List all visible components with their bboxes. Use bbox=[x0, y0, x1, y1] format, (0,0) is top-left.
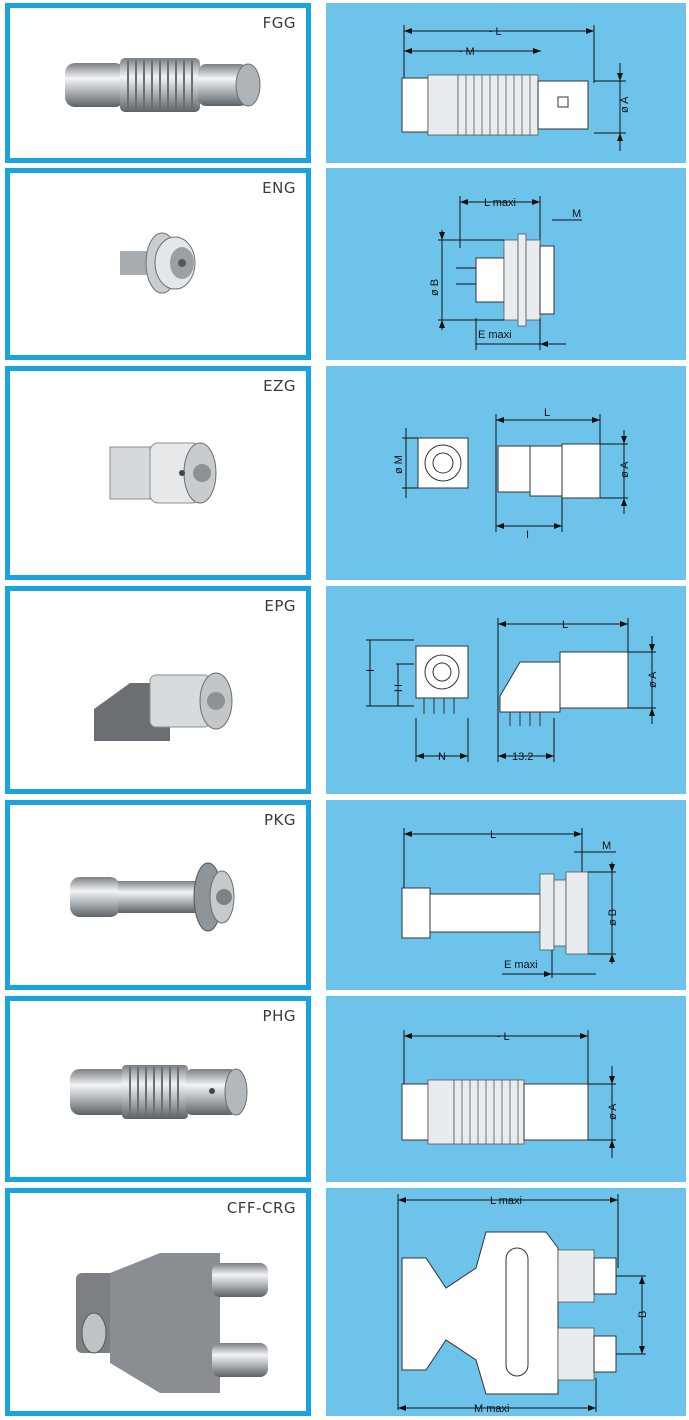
connector-code: EZG bbox=[263, 377, 296, 395]
technical-drawing: I H N L ø A 13.2 bbox=[365, 618, 659, 763]
dim-e: E maxi bbox=[478, 329, 512, 341]
dim-a: ø A bbox=[619, 96, 631, 113]
technical-drawing: ø M L ø A I bbox=[393, 407, 631, 541]
dim-a: ø A bbox=[619, 461, 631, 478]
dim-l: L bbox=[490, 829, 496, 841]
connector-row-pkg: PKG L M ø B E m bbox=[0, 800, 689, 990]
technical-drawing: ~ L ø A bbox=[401, 1030, 619, 1158]
connector-code: CFF-CRG bbox=[226, 1199, 296, 1217]
connector-row-ezg: EZG ø M L ø A bbox=[0, 366, 689, 580]
photo-panel: ENG bbox=[5, 168, 311, 360]
connector-code: PKG bbox=[263, 811, 296, 829]
drawing-panel: ø M L ø A I bbox=[326, 366, 686, 580]
dim-m: M bbox=[572, 208, 581, 220]
connector-photo bbox=[94, 672, 233, 741]
technical-drawing: L M ø B E maxi bbox=[401, 828, 619, 978]
photo-panel: FGG bbox=[5, 3, 311, 163]
connector-photo bbox=[76, 1253, 268, 1393]
connector-photo bbox=[65, 58, 261, 112]
dim-a: ø A bbox=[647, 671, 659, 688]
connector-photo bbox=[70, 862, 235, 932]
connector-photo bbox=[109, 442, 217, 504]
drawing-panel: ~ L ø A bbox=[326, 996, 686, 1182]
technical-drawing: L maxi M ø B E maxi bbox=[429, 196, 582, 350]
photo-panel: CFF-CRG bbox=[5, 1188, 311, 1416]
drawing-panel: I H N L ø A 13.2 bbox=[326, 586, 686, 794]
connector-code: EPG bbox=[264, 597, 296, 615]
connector-code: ENG bbox=[262, 179, 296, 197]
connector-photo bbox=[70, 1065, 248, 1119]
dim-i: I bbox=[526, 529, 529, 541]
connector-row-cff-crg: CFF-CRG L maxi B M ma bbox=[0, 1188, 689, 1416]
technical-drawing: L maxi B M maxi bbox=[397, 1194, 649, 1415]
connector-row-phg: PHG ~ L bbox=[0, 996, 689, 1182]
drawing-panel: L maxi M ø B E maxi bbox=[326, 168, 686, 360]
connector-row-epg: EPG I H N L bbox=[0, 586, 689, 794]
photo-panel: EPG bbox=[5, 586, 311, 794]
connector-code: PHG bbox=[262, 1007, 296, 1025]
dim-l: ~ L bbox=[486, 26, 502, 38]
drawing-panel: L maxi B M maxi bbox=[326, 1188, 686, 1416]
dim-w: 13.2 bbox=[512, 751, 533, 763]
photo-panel: PHG bbox=[5, 996, 311, 1182]
dim-l: L bbox=[562, 619, 568, 631]
drawing-panel: L M ø B E maxi bbox=[326, 800, 686, 990]
connector-row-fgg: FGG ~ L bbox=[0, 3, 689, 163]
dim-m: M maxi bbox=[474, 1403, 509, 1415]
dim-m: ø M bbox=[393, 455, 405, 474]
connector-row-eng: ENG L maxi M ø bbox=[0, 168, 689, 360]
dim-l: L maxi bbox=[490, 1195, 522, 1207]
photo-panel: EZG bbox=[5, 366, 311, 580]
drawing-panel: ~ L ~ M ø A bbox=[326, 3, 686, 163]
dim-h: H bbox=[393, 684, 405, 692]
dim-b: ø B bbox=[429, 279, 441, 296]
dim-e: E maxi bbox=[504, 959, 538, 971]
connector-photo bbox=[120, 232, 196, 294]
technical-drawing: ~ L ~ M ø A bbox=[401, 25, 631, 151]
dim-l: L maxi bbox=[484, 197, 516, 209]
dim-b: B bbox=[637, 1311, 649, 1318]
photo-panel: PKG bbox=[5, 800, 311, 990]
dim-l: L bbox=[544, 407, 550, 419]
dim-a: ø A bbox=[607, 1103, 619, 1120]
dim-m: ~ M bbox=[456, 46, 475, 58]
dim-i: I bbox=[365, 669, 377, 672]
dim-l: ~ L bbox=[494, 1031, 510, 1043]
dim-m: M bbox=[602, 840, 611, 852]
connector-code: FGG bbox=[262, 14, 296, 32]
dim-b: ø B bbox=[607, 909, 619, 926]
dim-n: N bbox=[438, 751, 446, 763]
